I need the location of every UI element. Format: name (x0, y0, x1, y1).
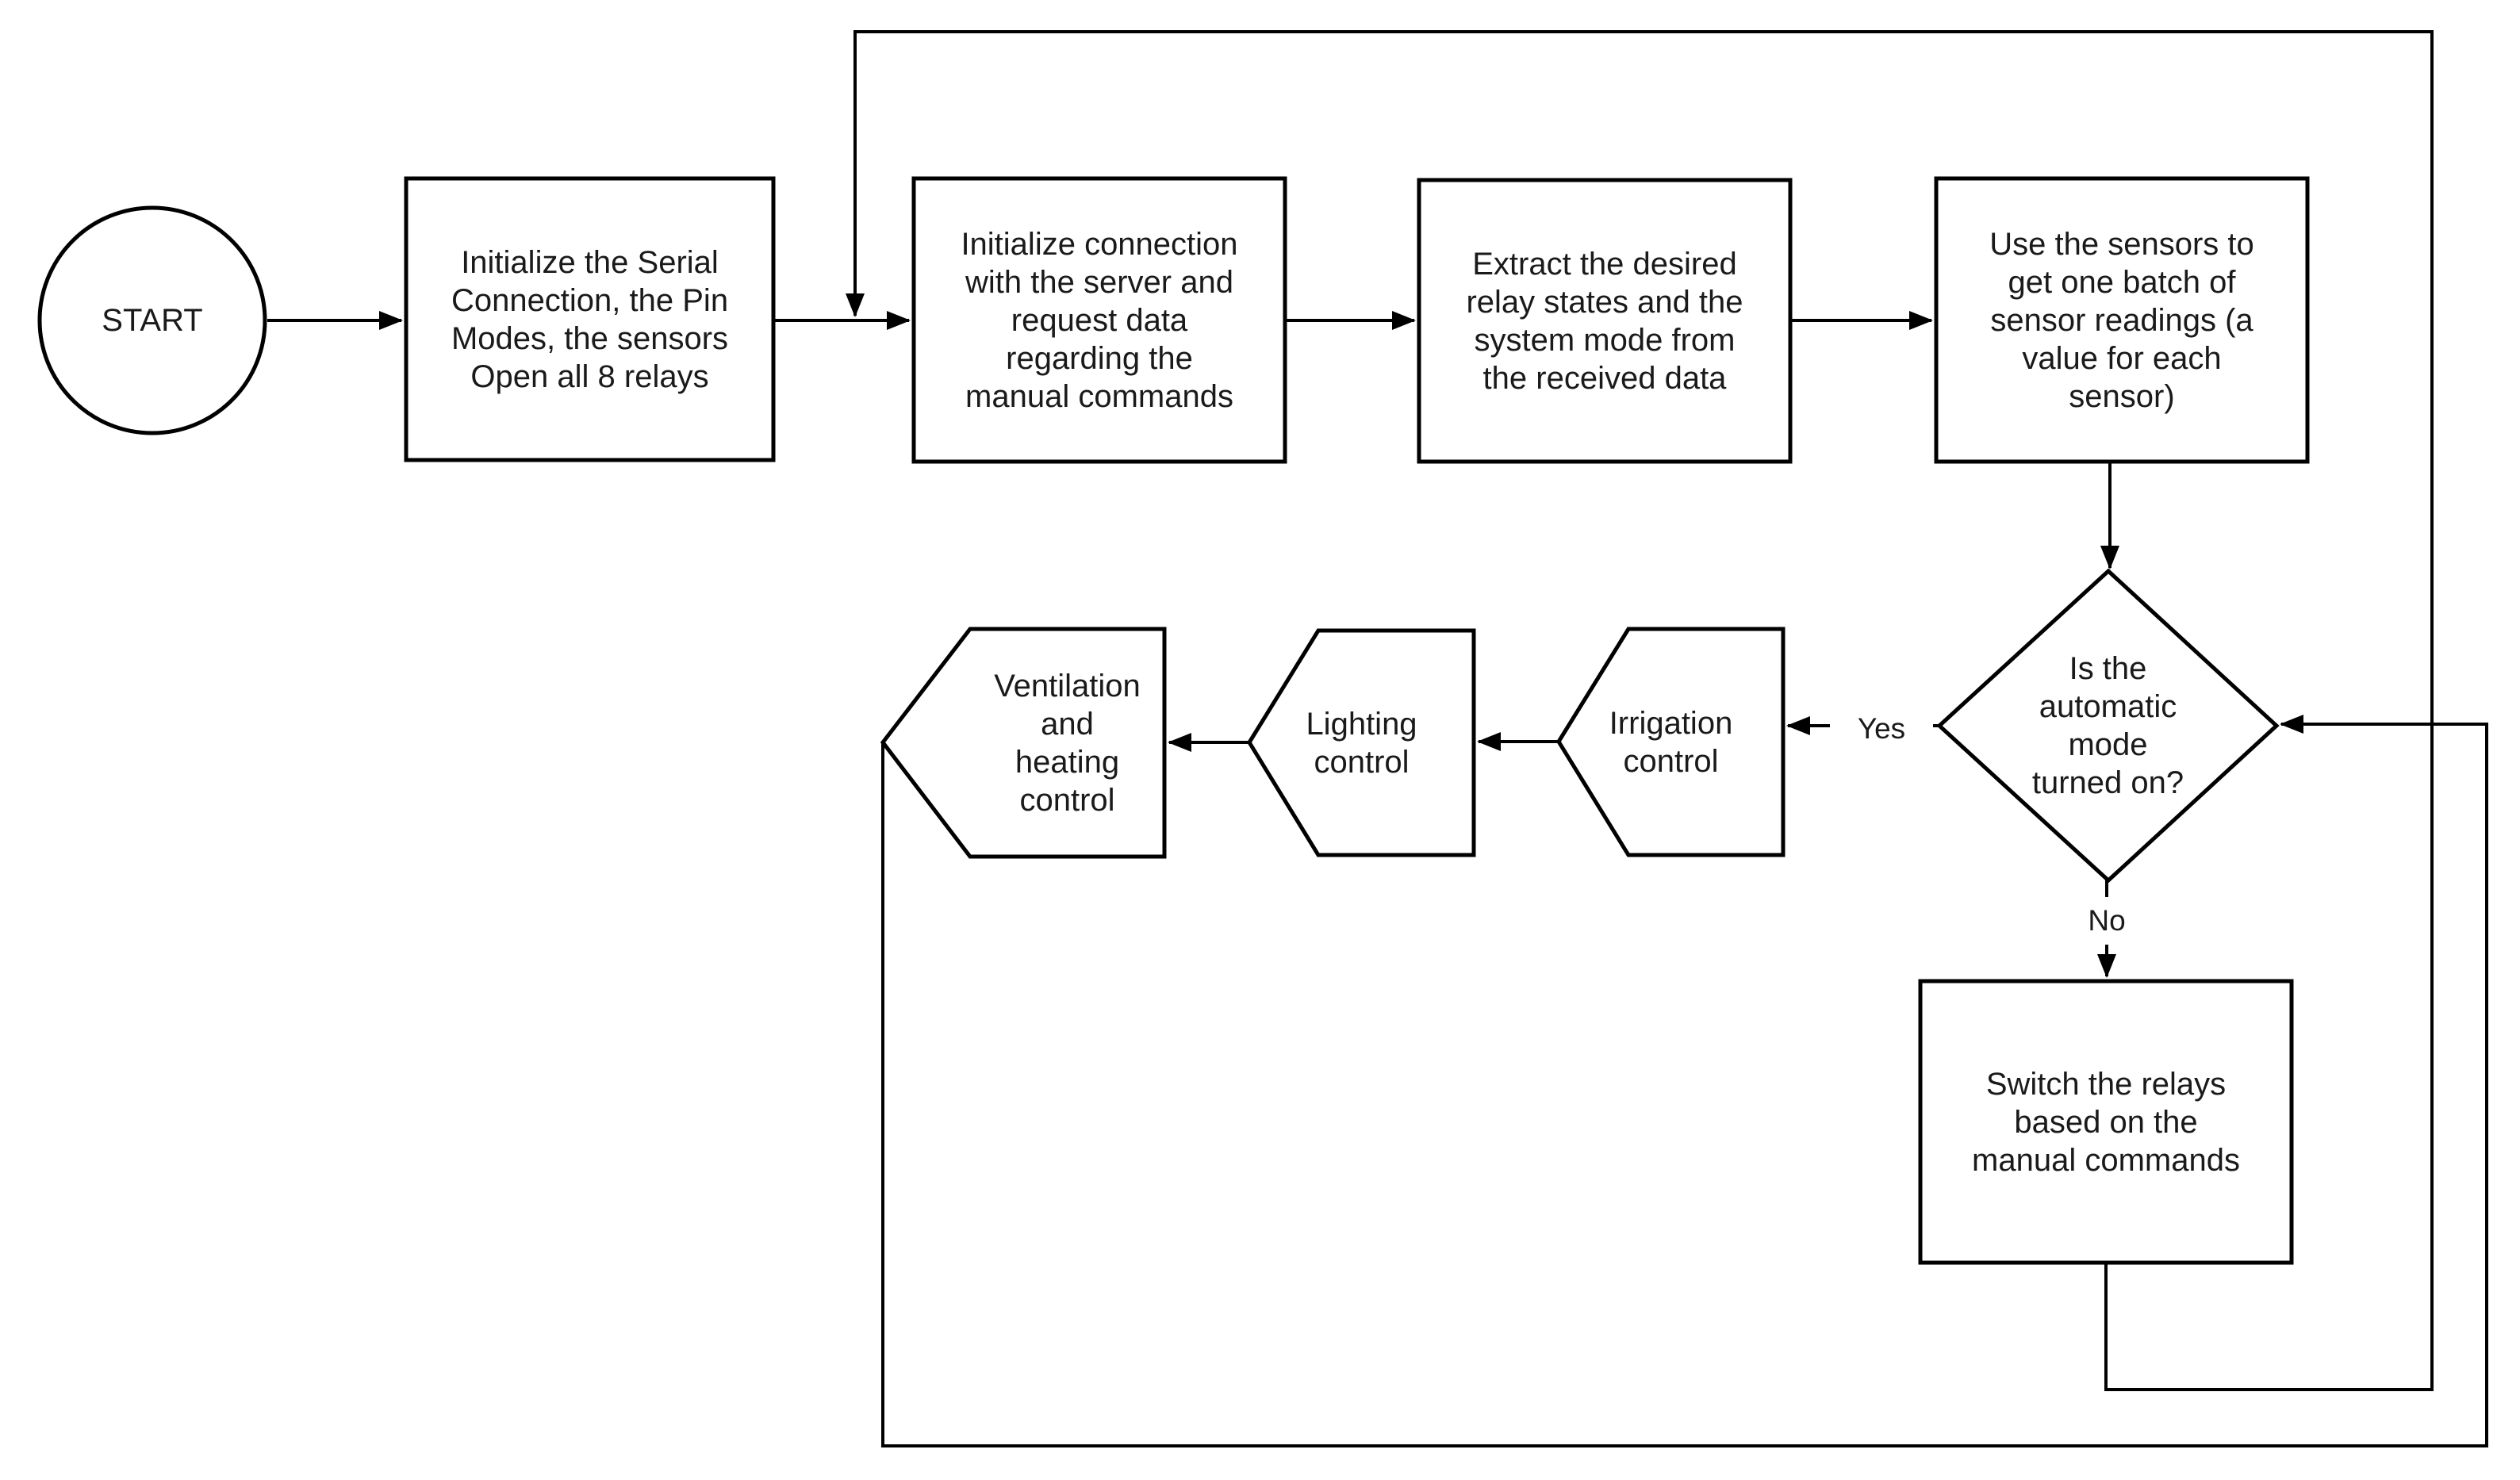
pentagon-ventilation (880, 627, 1167, 859)
process-box-read-sensors (1934, 176, 2310, 464)
process-box-init-serial (404, 176, 776, 462)
pentagon-irrigation (1556, 627, 1785, 857)
connector-ventilation-loop-to-decision (881, 715, 2488, 1447)
decision-diamond-auto-mode (1936, 568, 2280, 884)
pentagon-lighting (1247, 628, 1476, 857)
process-box-switch-relays (1918, 979, 2294, 1265)
connector-switch-loop-to-server (846, 30, 2434, 1391)
edge-label-yes: Yes (1830, 705, 1933, 753)
start-terminator-shape (37, 205, 267, 435)
edge-label-no: No (2062, 897, 2151, 945)
process-box-server-request (911, 176, 1287, 464)
process-box-extract-data (1417, 178, 1793, 464)
